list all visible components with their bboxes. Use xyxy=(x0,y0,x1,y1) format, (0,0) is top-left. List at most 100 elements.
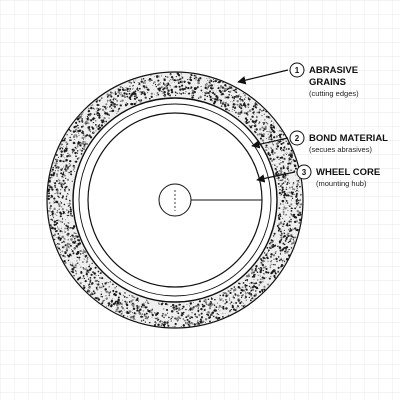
abrasive-grain xyxy=(70,173,73,176)
abrasive-grain xyxy=(93,108,95,110)
abrasive-grain xyxy=(77,262,79,264)
abrasive-grain xyxy=(89,277,92,279)
abrasive-grain xyxy=(81,277,83,280)
abrasive-grain xyxy=(62,160,65,163)
abrasive-grain xyxy=(78,256,81,259)
abrasive-grain xyxy=(83,145,86,148)
abrasive-grain xyxy=(169,84,172,87)
abrasive-grain xyxy=(137,82,139,84)
abrasive-grain xyxy=(272,129,275,133)
abrasive-grain xyxy=(214,308,216,310)
abrasive-grain xyxy=(247,111,249,113)
abrasive-grain xyxy=(59,146,61,148)
abrasive-grain xyxy=(270,242,272,244)
abrasive-grain xyxy=(279,130,281,132)
abrasive-grain xyxy=(89,264,91,266)
abrasive-grain xyxy=(191,96,194,99)
abrasive-grain xyxy=(218,80,221,84)
abrasive-grain xyxy=(182,324,185,327)
abrasive-grain xyxy=(201,303,204,306)
abrasive-grain xyxy=(86,115,89,118)
abrasive-grain xyxy=(246,280,248,282)
abrasive-grain xyxy=(297,214,300,217)
abrasive-grain xyxy=(191,311,193,314)
abrasive-grain xyxy=(105,290,108,293)
abrasive-grain xyxy=(175,317,178,321)
abrasive-grain xyxy=(147,309,150,313)
abrasive-grain xyxy=(60,168,62,170)
abrasive-grain xyxy=(246,292,248,294)
abrasive-grain xyxy=(126,315,129,318)
abrasive-grain xyxy=(202,92,204,94)
abrasive-grain xyxy=(274,252,276,254)
abrasive-grain xyxy=(265,146,267,148)
abrasive-grain xyxy=(82,261,84,263)
abrasive-grain xyxy=(180,314,183,317)
abrasive-grain xyxy=(94,266,97,269)
abrasive-grain xyxy=(73,232,76,234)
abrasive-grain xyxy=(193,89,195,91)
abrasive-grain xyxy=(270,271,274,274)
abrasive-grain xyxy=(56,212,58,214)
abrasive-grain xyxy=(101,277,104,280)
abrasive-grain xyxy=(64,186,67,189)
abrasive-grain xyxy=(260,278,262,280)
abrasive-grain xyxy=(161,314,164,317)
abrasive-grain xyxy=(49,210,51,212)
abrasive-grain xyxy=(288,205,290,206)
abrasive-grain xyxy=(248,285,251,288)
abrasive-grain xyxy=(65,159,68,162)
abrasive-grain xyxy=(51,170,53,173)
abrasive-grain xyxy=(92,290,95,293)
abrasive-grain xyxy=(289,152,292,155)
abrasive-grain xyxy=(111,298,113,300)
abrasive-grain xyxy=(262,129,265,132)
abrasive-grain xyxy=(225,299,227,301)
abrasive-grain xyxy=(280,159,282,161)
abrasive-grain xyxy=(277,266,280,269)
abrasive-grain xyxy=(215,306,218,309)
abrasive-grain xyxy=(72,141,76,145)
abrasive-grain xyxy=(113,292,116,295)
abrasive-grain xyxy=(61,232,63,234)
abrasive-grain xyxy=(79,249,82,253)
abrasive-grain xyxy=(166,312,169,314)
abrasive-grain xyxy=(215,310,216,312)
abrasive-grain xyxy=(268,153,271,155)
abrasive-grain xyxy=(50,218,52,221)
abrasive-grain xyxy=(72,241,75,244)
abrasive-grain xyxy=(189,322,192,325)
abrasive-grain xyxy=(239,96,242,98)
abrasive-grain xyxy=(280,234,282,237)
abrasive-grain xyxy=(197,307,199,309)
abrasive-grain xyxy=(209,98,213,101)
abrasive-grain xyxy=(91,127,95,130)
abrasive-grain xyxy=(289,186,290,188)
abrasive-grain xyxy=(297,199,300,202)
abrasive-grain xyxy=(245,112,248,115)
abrasive-grain xyxy=(295,220,298,223)
abrasive-grain xyxy=(117,88,119,90)
abrasive-grain xyxy=(56,214,58,217)
abrasive-grain xyxy=(100,287,102,289)
abrasive-grain xyxy=(148,97,151,100)
abrasive-grain xyxy=(57,226,59,228)
abrasive-grain xyxy=(71,170,73,172)
abrasive-grain xyxy=(143,93,147,96)
abrasive-grain xyxy=(222,316,224,318)
abrasive-grain xyxy=(142,310,144,312)
abrasive-grain xyxy=(204,301,208,304)
abrasive-grain xyxy=(75,121,78,124)
abrasive-grain xyxy=(87,278,90,280)
abrasive-grain xyxy=(280,185,282,187)
abrasive-grain xyxy=(81,149,83,151)
abrasive-grain xyxy=(56,159,59,162)
abrasive-grain xyxy=(88,128,91,131)
abrasive-grain xyxy=(285,224,287,226)
abrasive-grain xyxy=(237,286,240,289)
abrasive-grain xyxy=(115,308,118,311)
callout-1-title-line-2: GRAINS xyxy=(309,77,346,88)
abrasive-grain xyxy=(208,304,210,306)
abrasive-grain xyxy=(154,312,157,315)
abrasive-grain xyxy=(110,304,113,307)
